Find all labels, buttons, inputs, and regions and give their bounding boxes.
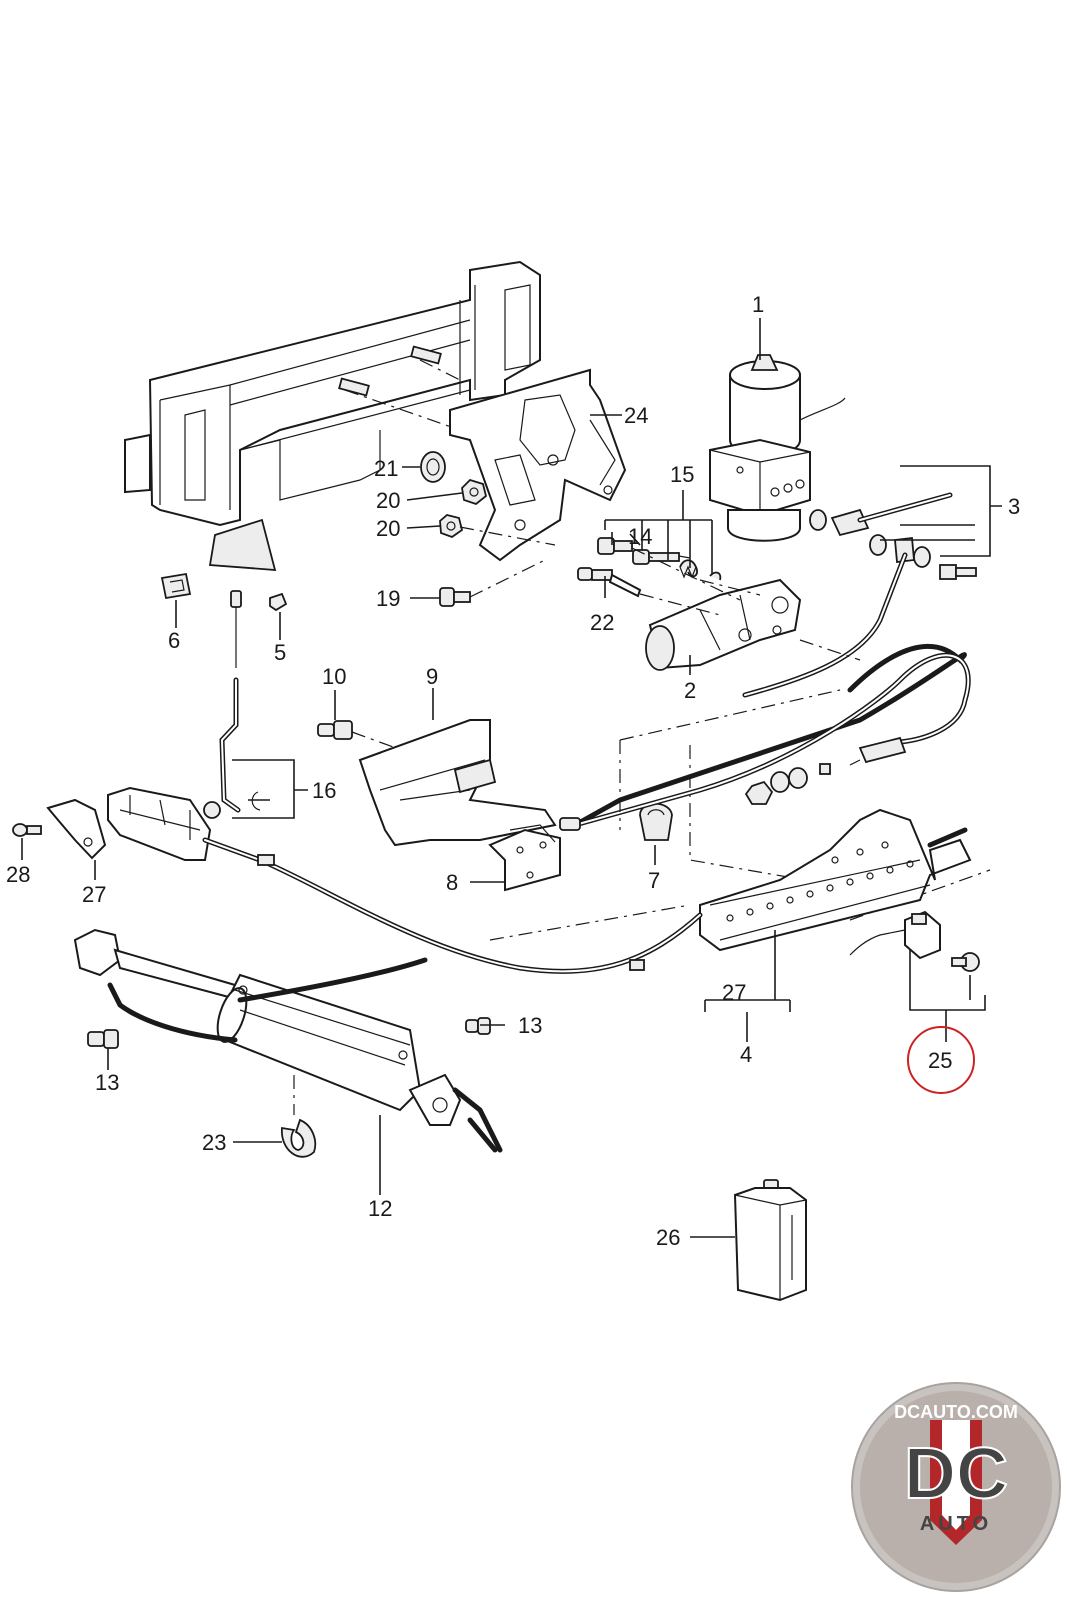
watermark-sub-text: AUTO [920,1513,992,1535]
rail-assembly-27 [699,808,972,952]
label-part-20-upper: 20 [376,488,400,513]
hoses-3 [742,492,977,698]
label-part-27-left: 27 [82,882,106,907]
label-part-6: 6 [168,628,180,653]
fitting-13-left [87,1029,119,1049]
slide-bracket-27-left [46,786,212,861]
label-part-3: 3 [1008,494,1020,519]
leader-lines [21,318,1002,1238]
bushing-21 [420,451,446,483]
highlight-circle [907,1026,975,1094]
watermark-logo-text: DC [904,1434,1008,1514]
watermark-domain: DCAUTO.COM [894,1402,1018,1422]
valve-unit-2 [645,578,802,671]
label-part-24: 24 [624,403,648,428]
clip-23 [281,1118,317,1158]
label-part-7: 7 [648,868,660,893]
label-part-21: 21 [374,456,398,481]
label-part-10: 10 [322,664,346,689]
label-part-22: 22 [590,610,614,635]
label-part-4: 4 [740,1042,752,1067]
switch-25 [849,910,980,972]
label-part-23: 23 [202,1130,226,1155]
dcauto-logo: DCAUTO.COM DC AUTO [851,1382,1061,1592]
fitting-13-right [465,1017,491,1035]
bolt-19 [439,559,546,607]
bolt-14 [597,537,633,555]
rail-holes [726,841,914,922]
label-part-25: 25 [928,1048,952,1073]
label-part-19: 19 [376,586,400,611]
nuts-cluster [744,763,831,805]
bracket-24 [449,368,627,562]
label-part-5: 5 [274,640,286,665]
clip-6 [160,572,192,600]
label-part-20-lower: 20 [376,516,400,541]
mechanism-frame [124,260,541,571]
rod-22 [577,567,721,616]
label-part-8: 8 [446,870,458,895]
label-part-2: 2 [684,678,696,703]
clip-5 [269,592,288,612]
label-part-14: 14 [628,524,652,549]
hydraulic-cylinder-12 [73,928,503,1153]
link-rod-16 [203,590,261,819]
part-number-labels: 1 24 21 15 20 3 20 14 19 22 6 5 2 10 9 1… [6,292,1020,1250]
label-part-9: 9 [426,664,438,689]
label-part-1: 1 [752,292,764,317]
clip-7 [639,802,673,841]
stud-bolts [338,345,442,397]
cable-main [202,837,703,974]
label-part-16: 16 [312,778,336,803]
pump-motor-1 [709,354,846,542]
label-part-12: 12 [368,1196,392,1221]
label-part-28: 28 [6,862,30,887]
fluid-bottle-26 [733,1179,807,1302]
label-part-15: 15 [670,462,694,487]
spring-parts-15 [632,549,722,581]
nut-20-lower [439,514,464,539]
label-part-26: 26 [656,1225,680,1250]
cover-plate-9 [358,719,557,847]
label-part-13-right: 13 [518,1013,542,1038]
label-part-13-left: 13 [95,1070,119,1095]
control-cable [559,643,971,831]
nut-20-upper [461,478,488,506]
label-part-27-right: 27 [722,980,746,1005]
screw-28 [12,823,42,837]
